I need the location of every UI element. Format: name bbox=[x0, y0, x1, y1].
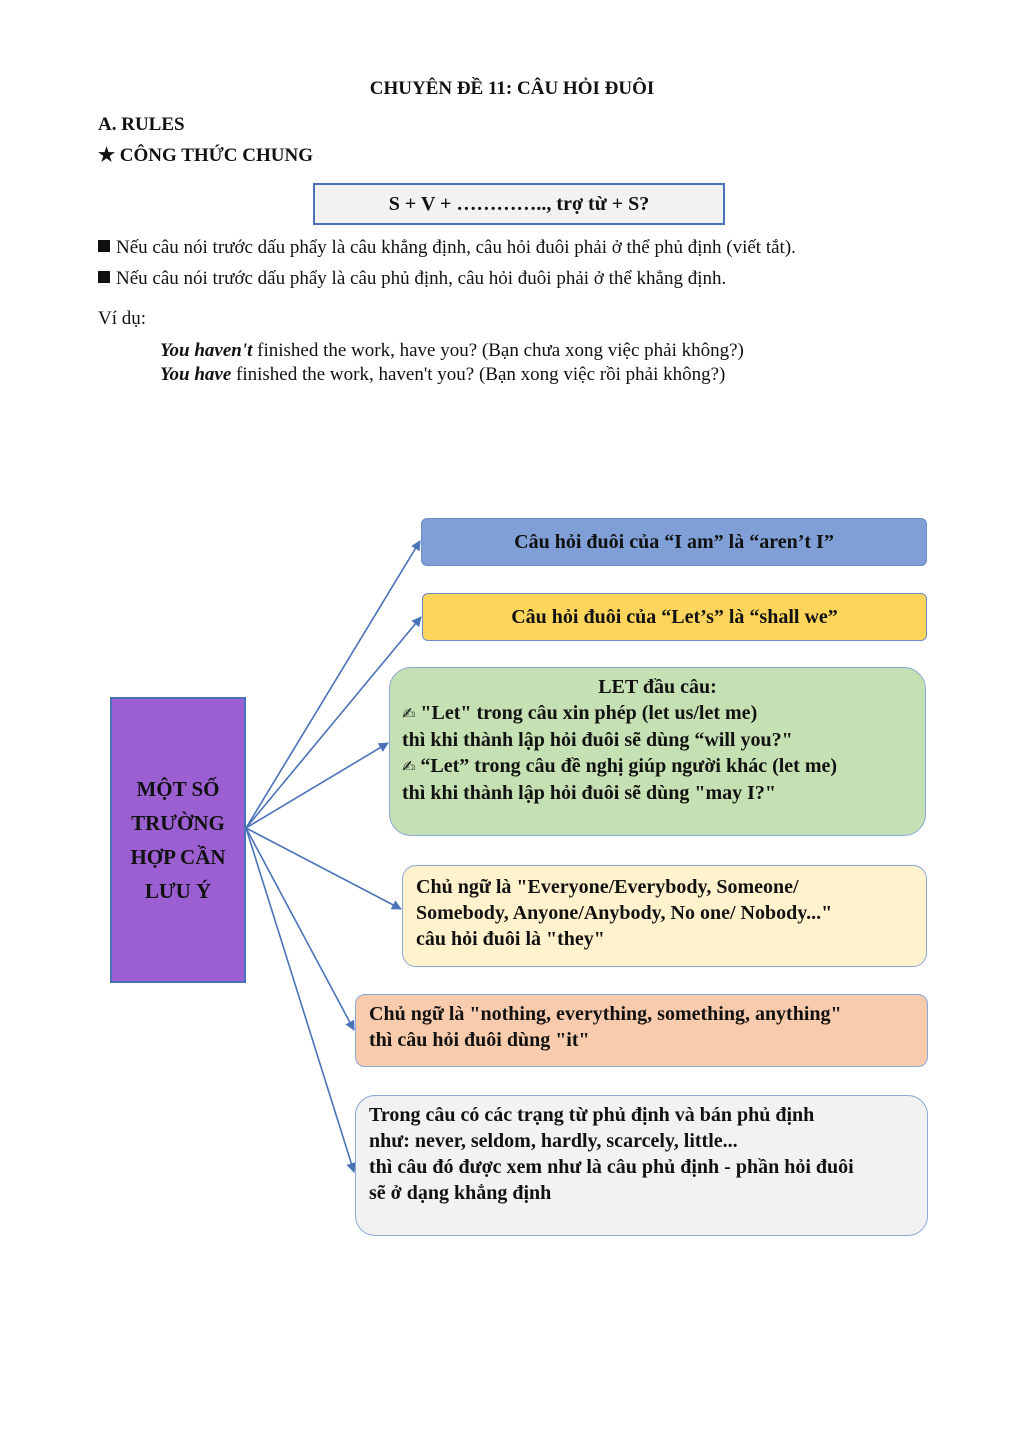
example-line: You have finished the work, haven't you?… bbox=[160, 364, 725, 386]
node-i-am: Câu hỏi đuôi của “I am” là “aren’t I” bbox=[421, 518, 927, 566]
node3-line: ✍ "Let" trong câu xin phép (let us/let m… bbox=[402, 702, 758, 724]
section-a-heading: A. RULES bbox=[98, 114, 185, 135]
arrow-to-node5 bbox=[245, 827, 355, 1031]
node6-line: như: never, seldom, hardly, scarcely, li… bbox=[369, 1130, 738, 1152]
node6-line: Trong câu có các trạng từ phủ định và bá… bbox=[369, 1104, 815, 1126]
example-subject: You haven't bbox=[160, 340, 253, 361]
bullet-text: Nếu câu nói trước dấu phẩy là câu khẳng … bbox=[116, 237, 796, 258]
node-nothing: Chủ ngữ là "nothing, everything, somethi… bbox=[355, 994, 928, 1067]
formula-box: S + V + ………….., trợ từ + S? bbox=[313, 183, 725, 225]
node3-line: thì khi thành lập hỏi đuôi sẽ dùng "may … bbox=[402, 782, 777, 804]
example-rest: finished the work, haven't you? (Bạn xon… bbox=[231, 364, 726, 385]
square-bullet-icon bbox=[98, 271, 110, 283]
arrow-to-node4 bbox=[245, 827, 402, 910]
page-title: CHUYÊN ĐỀ 11: CÂU HỎI ĐUÔI bbox=[369, 78, 655, 99]
arrow-to-node6 bbox=[245, 827, 357, 1173]
bullet-item: Nếu câu nói trước dấu phẩy là câu phủ đị… bbox=[98, 268, 726, 290]
node5-line: thì câu hỏi đuôi dùng "it" bbox=[369, 1029, 590, 1051]
arrow-to-node3 bbox=[245, 742, 389, 829]
node-let-start: LET đầu câu: ✍ "Let" trong câu xin phép … bbox=[389, 667, 926, 836]
node4-line: Somebody, Anyone/Anybody, No one/ Nobody… bbox=[416, 902, 833, 924]
node3-line: thì khi thành lập hỏi đuôi sẽ dùng “will… bbox=[402, 729, 793, 751]
example-subject: You have bbox=[160, 364, 232, 385]
formula-heading-text: CÔNG THỨC CHUNG bbox=[119, 145, 313, 166]
example-line: You haven't finished the work, have you?… bbox=[160, 340, 744, 362]
node4-line: Chủ ngữ là "Everyone/Everybody, Someone/ bbox=[416, 876, 799, 898]
node3-line: ✍ “Let” trong câu đề nghị giúp người khá… bbox=[402, 755, 838, 777]
example-rest: finished the work, have you? (Bạn chưa x… bbox=[252, 340, 744, 361]
node3-heading: LET đầu câu: bbox=[598, 676, 717, 698]
pen-icon: ✍ bbox=[402, 704, 416, 723]
node6-line: thì câu đó được xem như là câu phủ định … bbox=[369, 1156, 854, 1178]
center-node: MỘT SỐ TRƯỜNG HỢP CẦN LƯU Ý bbox=[110, 697, 246, 983]
node5-line: Chủ ngữ là "nothing, everything, somethi… bbox=[369, 1003, 842, 1025]
square-bullet-icon bbox=[98, 240, 110, 252]
star-icon: ★ bbox=[98, 145, 116, 166]
example-label: Ví dụ: bbox=[98, 308, 147, 329]
pen-icon: ✍ bbox=[402, 757, 416, 776]
formula-heading: ★ CÔNG THỨC CHUNG bbox=[98, 144, 313, 167]
node6-line: sẽ ở dạng khẳng định bbox=[369, 1182, 552, 1204]
bullet-item: Nếu câu nói trước dấu phẩy là câu khẳng … bbox=[98, 237, 796, 259]
bullet-text: Nếu câu nói trước dấu phẩy là câu phủ đị… bbox=[116, 268, 727, 289]
arrow-to-node2 bbox=[245, 616, 422, 829]
node-negative-adverbs: Trong câu có các trạng từ phủ định và bá… bbox=[355, 1095, 928, 1236]
node-lets: Câu hỏi đuôi của “Let’s” là “shall we” bbox=[422, 593, 927, 641]
arrow-to-node1 bbox=[245, 540, 421, 829]
node4-line: câu hỏi đuôi là "they" bbox=[416, 928, 605, 950]
node-everyone: Chủ ngữ là "Everyone/Everybody, Someone/… bbox=[402, 865, 927, 967]
